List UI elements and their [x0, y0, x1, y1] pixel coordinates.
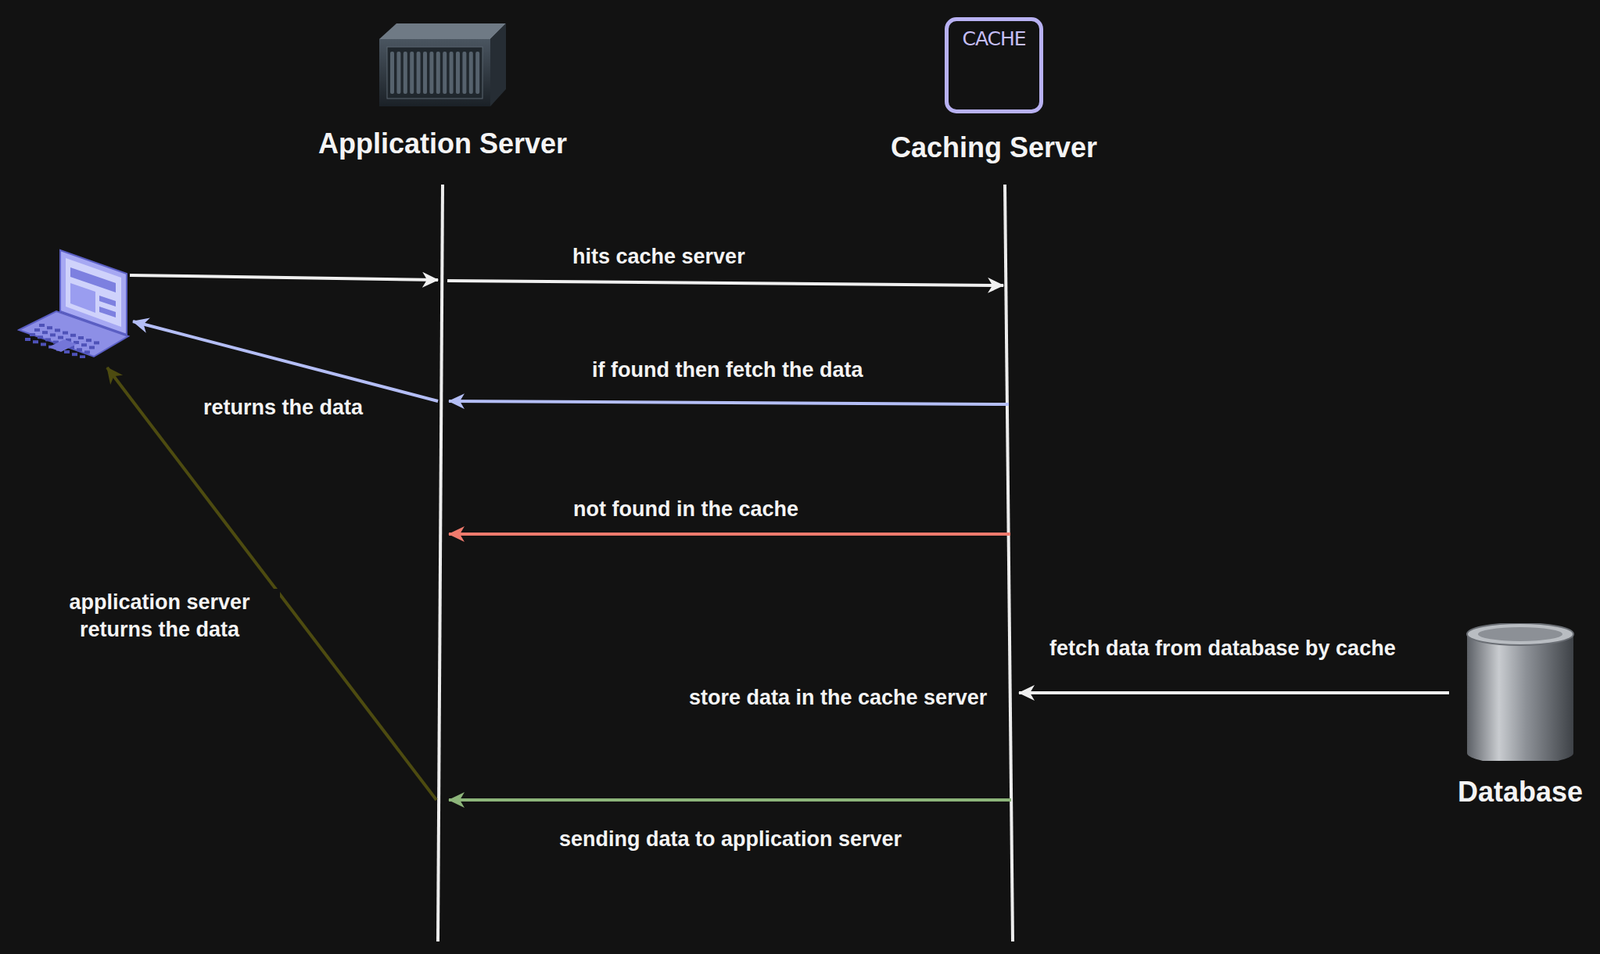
- node-title: Application Server: [318, 126, 567, 161]
- message-label: if found then fetch the data: [588, 356, 866, 384]
- message-label: returns the data: [200, 394, 366, 422]
- cache-lifeline: [1004, 184, 1013, 942]
- cache-box: CACHE: [944, 17, 1044, 114]
- message-arrow: [1018, 691, 1450, 695]
- node-title: Caching Server: [890, 130, 1098, 165]
- message-arrow: [129, 275, 438, 280]
- application-server-node: Application Server: [318, 17, 567, 161]
- message-label: hits cache server: [569, 243, 749, 271]
- note-label: store data in the cache server: [685, 684, 991, 712]
- message-arrow: [107, 367, 437, 800]
- app-lifeline: [437, 184, 443, 942]
- message-arrow: [448, 401, 1009, 405]
- message-label: fetch data from database by cache: [1046, 634, 1400, 663]
- server-icon: [373, 17, 513, 110]
- database-node: Database: [1457, 623, 1583, 809]
- message-label: application server returns the data: [39, 588, 280, 644]
- node-title: Database: [1457, 774, 1583, 809]
- message-label: not found in the cache: [570, 495, 802, 524]
- cache-tag: CACHE: [961, 27, 1026, 51]
- message-arrow: [447, 280, 1004, 286]
- laptop-node: [17, 248, 131, 359]
- message-arrow: [448, 798, 1012, 802]
- message-label: sending data to application server: [556, 825, 905, 854]
- message-arrow: [132, 321, 438, 402]
- laptop-icon: [17, 248, 131, 359]
- message-arrow: [448, 532, 1011, 536]
- caching-server-node: CACHE Caching Server: [890, 17, 1098, 165]
- database-icon: [1459, 623, 1582, 761]
